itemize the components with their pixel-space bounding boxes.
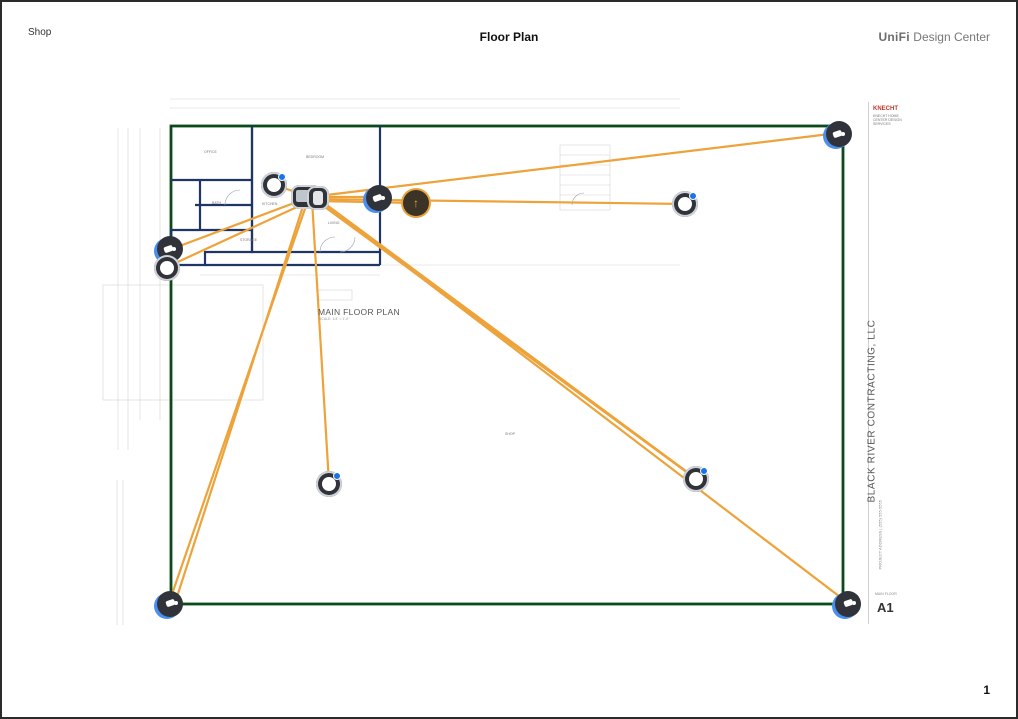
upload-icon[interactable]: ↑ bbox=[403, 190, 429, 216]
status-dot bbox=[689, 192, 697, 200]
dome-camera-icon[interactable] bbox=[157, 591, 183, 617]
camera-icon[interactable] bbox=[366, 185, 392, 211]
dome-camera-glyph bbox=[843, 596, 856, 612]
brand-logo-bold: UniFi bbox=[878, 30, 910, 44]
status-dot bbox=[333, 472, 341, 480]
gateway-icon[interactable] bbox=[307, 186, 329, 210]
access-point-icon[interactable] bbox=[316, 471, 342, 497]
camera-glyph bbox=[372, 191, 386, 205]
ap-glyph bbox=[267, 178, 281, 192]
access-point-icon[interactable] bbox=[154, 255, 180, 281]
brand-logo: UniFi Design Center bbox=[878, 30, 990, 44]
status-dot bbox=[278, 173, 286, 181]
title-block-company: BLACK RIVER CONTRACTING, LLC bbox=[866, 319, 878, 503]
room-label-living: LIVING bbox=[328, 221, 340, 225]
brand-logo-text: Design Center bbox=[913, 30, 990, 44]
access-point-icon[interactable] bbox=[672, 191, 698, 217]
dome-camera-icon[interactable] bbox=[835, 591, 861, 617]
page-title: Floor Plan bbox=[479, 30, 539, 44]
gateway-glyph bbox=[313, 191, 323, 205]
title-block: KNECHT KNECHT HOME CENTER DESIGN SERVICE… bbox=[866, 102, 915, 624]
status-dot bbox=[700, 467, 708, 475]
plan-label: MAIN FLOOR PLAN bbox=[318, 307, 400, 317]
camera-glyph bbox=[832, 127, 846, 141]
title-block-subtitle: KNECHT HOME CENTER DESIGN SERVICES bbox=[873, 114, 902, 126]
ap-glyph bbox=[678, 197, 692, 211]
room-label-shop: SHOP bbox=[505, 432, 515, 436]
camera-glyph bbox=[163, 242, 177, 256]
room-label-bath: BATH bbox=[212, 201, 222, 205]
room-label-office: OFFICE bbox=[204, 150, 217, 154]
upload-glyph: ↑ bbox=[413, 196, 419, 210]
access-point-icon[interactable] bbox=[261, 172, 287, 198]
title-block-contact: PROJECT ADDRESS | (555) 555-5555 bbox=[877, 500, 883, 570]
access-point-icon[interactable] bbox=[683, 466, 709, 492]
room-label-bedroom: BEDROOM bbox=[306, 155, 325, 159]
project-name: Shop bbox=[28, 27, 52, 38]
title-block-sheet-label: MAIN FLOOR bbox=[875, 592, 897, 596]
plan-scale: SCALE: 1/4" = 1'-0" bbox=[319, 317, 350, 321]
ap-glyph bbox=[689, 472, 703, 486]
room-label-storage: STORAGE bbox=[240, 238, 258, 242]
ap-glyph bbox=[160, 261, 174, 275]
title-block-sheet-number: A1 bbox=[877, 600, 894, 615]
camera-icon[interactable] bbox=[826, 121, 852, 147]
room-label-kitchen: KITCHEN bbox=[262, 202, 278, 206]
title-block-brand: KNECHT bbox=[873, 106, 898, 112]
dome-camera-glyph bbox=[165, 596, 178, 612]
ap-glyph bbox=[322, 477, 336, 491]
page-number: 1 bbox=[983, 683, 990, 697]
